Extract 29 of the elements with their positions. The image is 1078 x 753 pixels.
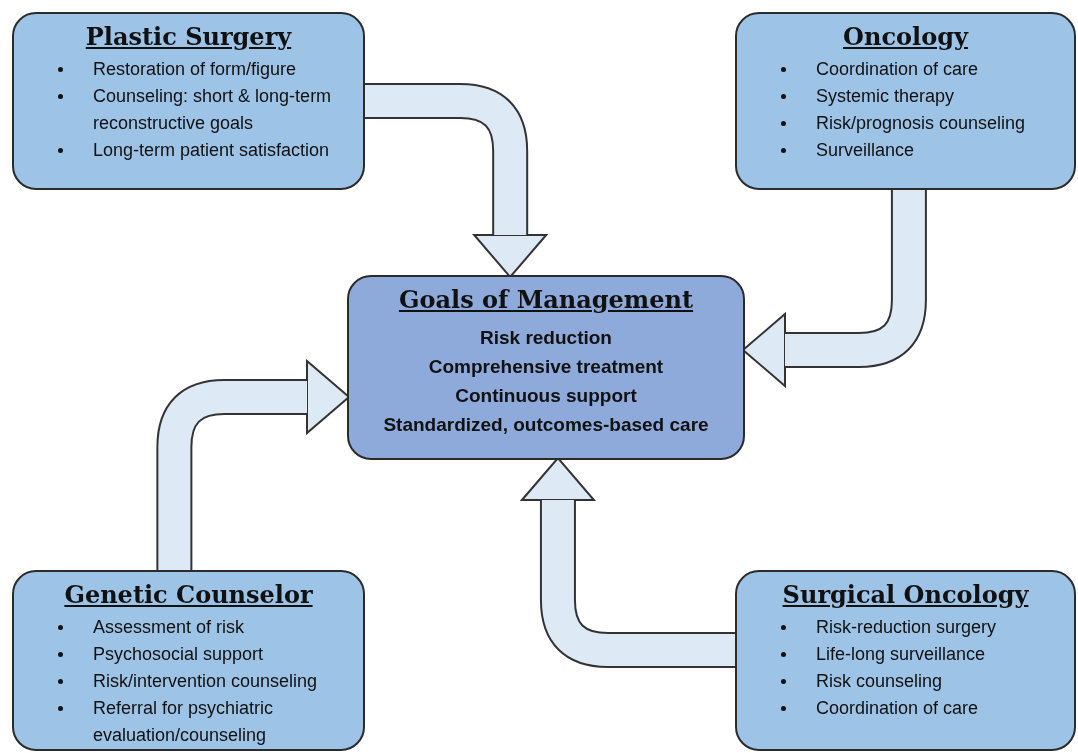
box-heading: Oncology [842, 22, 970, 52]
box-heading: Surgical Oncology [781, 580, 1030, 610]
bullet-item: Psychosocial support [93, 643, 264, 666]
goals-box [347, 275, 745, 460]
bullet-item: Assessment of risk [93, 616, 245, 639]
bullet-item: Risk/prognosis counseling [816, 112, 1026, 135]
goal-text: Continuous support [455, 384, 637, 408]
goal-text: Standardized, outcomes-based care [383, 413, 709, 437]
team-box [735, 570, 1076, 751]
bullet-item: Risk/intervention counseling [93, 670, 318, 693]
bullet-item: Risk counseling [816, 670, 943, 693]
box-heading: Plastic Surgery [84, 22, 293, 52]
bullet-item: Long-term patient satisfaction [93, 139, 330, 162]
box-heading: Goals of Management [397, 285, 695, 315]
goal-text: Comprehensive treatment [428, 355, 664, 379]
bullet-item: Coordination of care [816, 697, 979, 720]
box-heading: Genetic Counselor [63, 580, 314, 610]
bullet-item: Systemic therapy [816, 85, 955, 108]
team-box [735, 12, 1076, 190]
bullet-item: Risk-reduction surgery [816, 616, 997, 639]
bullet-item: Life-long surveillance [816, 643, 986, 666]
team-box [12, 12, 365, 190]
bullet-item: Referral for psychiatric evaluation/counseling [93, 697, 275, 747]
bullet-item: Restoration of form/figure [93, 58, 297, 81]
bullet-item: Counseling: short & long-term reconstructive goals [93, 85, 333, 135]
goal-text: Risk reduction [480, 326, 612, 350]
bullet-item: Coordination of care [816, 58, 979, 81]
bullet-item: Surveillance [816, 139, 915, 162]
team-box [12, 570, 365, 751]
